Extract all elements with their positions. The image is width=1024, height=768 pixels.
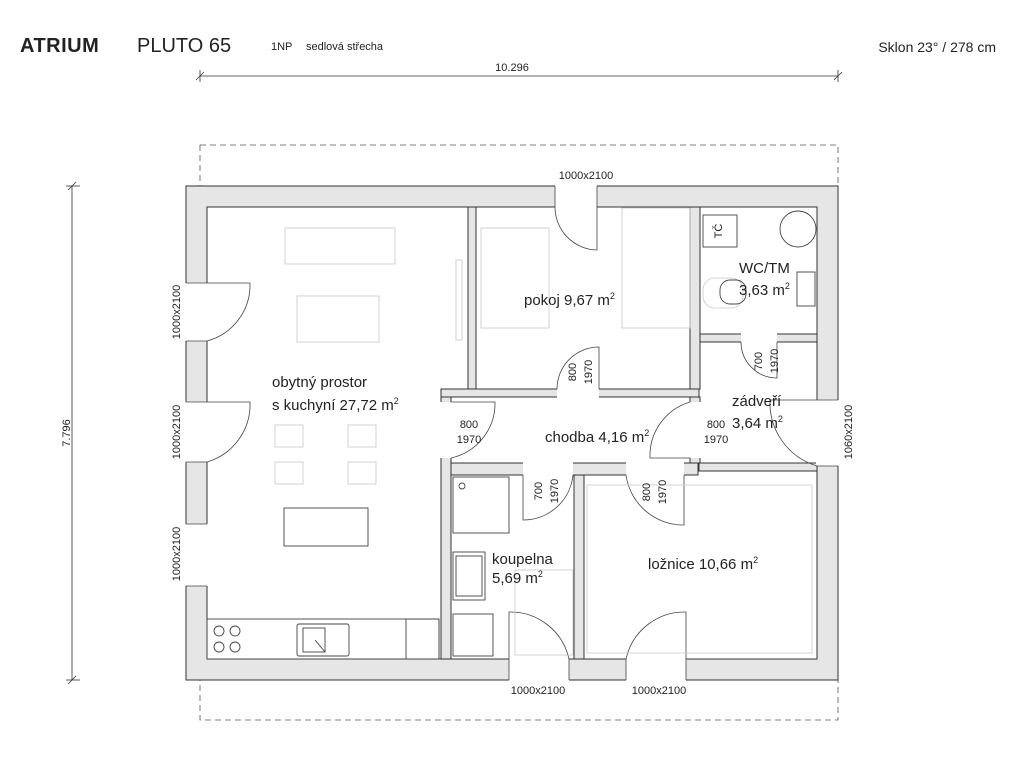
door-loznice-h: 1970 <box>657 480 669 504</box>
door-pokoj-w: 800 <box>567 363 579 381</box>
door-zadveri-w: 800 <box>707 419 725 431</box>
room-zadveri-line2: 3,64 m2 <box>732 414 783 432</box>
roof-slope: Sklon 23° / 278 cm <box>878 39 996 55</box>
room-living-line1: obytný prostor <box>272 374 367 391</box>
outer-wall <box>185 185 839 681</box>
room-koupelna-line1: koupelna <box>492 551 554 568</box>
title-floor: 1NP <box>271 41 293 53</box>
door-label-top: 1000x2100 <box>559 170 613 182</box>
window-label-left-mid: 1000x2100 <box>171 405 183 459</box>
width-dimension: 10.296 <box>495 62 529 74</box>
door-pokoj-h: 1970 <box>583 360 595 384</box>
washing-machine <box>452 613 494 657</box>
kitchen-island <box>283 507 369 547</box>
bathtub <box>452 551 486 601</box>
room-wc-line1: WC/TM <box>739 260 790 277</box>
room-koupelna-line2: 5,69 m2 <box>492 569 543 587</box>
door-wc-h: 1970 <box>769 349 781 373</box>
door-wc-w: 700 <box>753 352 765 370</box>
window-label-left-top: 1000x2100 <box>171 285 183 339</box>
title-roof: sedlová střecha <box>306 41 384 53</box>
room-chodba: chodba 4,16 m2 <box>545 428 649 446</box>
kitchen-counter <box>206 618 440 660</box>
door-swings <box>186 186 838 680</box>
title-brand: ATRIUM <box>20 35 100 57</box>
door-chodba-h: 1970 <box>457 434 481 446</box>
roof-outline <box>199 144 839 721</box>
door-koupelna-w: 700 <box>533 482 545 500</box>
room-loznice: ložnice 10,66 m2 <box>648 555 758 573</box>
room-wc-line2: 3,63 m2 <box>739 281 790 299</box>
door-openings <box>185 185 839 681</box>
fixtures <box>206 210 817 660</box>
heat-pump-label: TČ <box>712 224 725 239</box>
window-label-right: 1060x2100 <box>843 405 855 459</box>
water-heater <box>779 210 817 248</box>
kitchen-sink <box>296 623 350 657</box>
title-model: PLUTO 65 <box>137 35 232 57</box>
room-zadveri-line1: zádveří <box>732 393 782 410</box>
dimension-lines <box>66 70 843 685</box>
room-living-line2: s kuchyní 27,72 m2 <box>272 396 399 414</box>
room-pokoj: pokoj 9,67 m2 <box>524 291 615 309</box>
furniture <box>274 207 813 656</box>
door-chodba-w: 800 <box>460 419 478 431</box>
depth-dimension: 7.796 <box>61 419 73 447</box>
door-zadveri-h: 1970 <box>704 434 728 446</box>
door-label-bottom-left: 1000x2100 <box>511 685 565 697</box>
door-loznice-w: 800 <box>641 483 653 501</box>
window-label-left-bottom: 1000x2100 <box>171 527 183 581</box>
door-koupelna-h: 1970 <box>549 479 561 503</box>
door-label-bottom-right: 1000x2100 <box>632 685 686 697</box>
wc-sink <box>796 271 816 307</box>
shower-tray <box>452 476 510 534</box>
stove-burner <box>213 625 225 637</box>
